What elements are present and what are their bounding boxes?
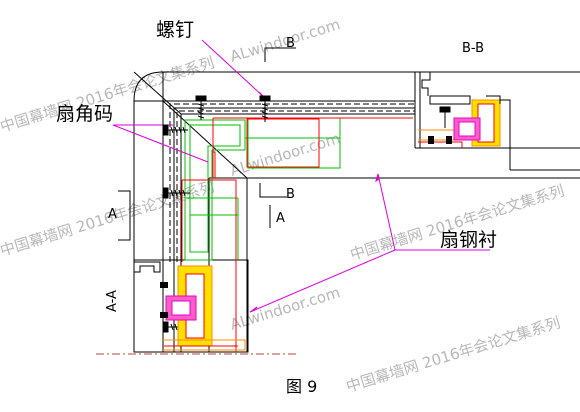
leader-steel-liner-1 — [249, 249, 396, 313]
leader-steel-liner-2 — [377, 173, 396, 251]
leader-corner-key — [112, 124, 209, 163]
sash-steel-liner — [181, 117, 413, 352]
label-sash-steel-liner: 扇钢衬 — [440, 229, 497, 251]
profile-bb — [418, 71, 511, 170]
label-section-aa: A-A — [105, 290, 120, 312]
outer-frame — [133, 71, 580, 353]
label-mark-b-mid: B — [286, 187, 295, 202]
dashed-guide — [169, 103, 415, 262]
screw-icon — [162, 187, 190, 199]
label-mark-a-mid: A — [276, 211, 285, 226]
screw-icon — [162, 124, 188, 136]
profile-aa — [134, 261, 246, 351]
watermark-text-3: 中国幕墙网 2016年会论文集系列 — [348, 181, 566, 263]
label-sash-corner-key: 扇角码 — [56, 103, 113, 125]
label-section-bb: B-B — [462, 41, 484, 56]
sash-corner-key — [184, 117, 341, 261]
watermark-text-4: 中国幕墙网 2016年会论文集系列 — [344, 313, 562, 395]
screw-icon — [259, 95, 271, 122]
screw-icon — [439, 106, 451, 128]
watermark-url-3: ALwindoor.com — [228, 283, 342, 334]
leader-screw — [201, 39, 266, 99]
label-screw: 螺钉 — [156, 19, 194, 41]
section-marks — [118, 47, 296, 241]
label-mark-b-top: B — [286, 36, 295, 51]
screw-icon — [195, 95, 207, 120]
figure-caption: 图 9 — [286, 377, 317, 396]
label-mark-a-left: A — [108, 207, 117, 222]
